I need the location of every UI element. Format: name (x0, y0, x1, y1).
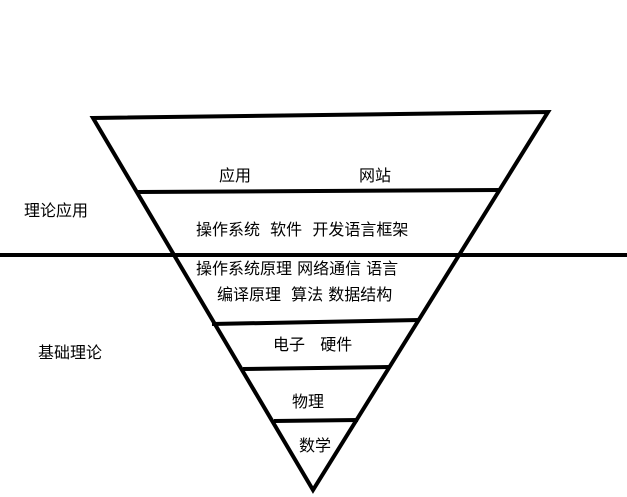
layer-third-line1: 操作系统原理 网络通信 语言 (196, 259, 398, 278)
pyramid-outline (89, 109, 552, 494)
layer-bottom: 数学 (299, 436, 331, 455)
label-fundamental-theory: 基础理论 (38, 343, 102, 362)
layer-divider-5 (273, 418, 359, 423)
label-applied-theory: 理论应用 (24, 201, 88, 220)
layer-fifth: 物理 (292, 392, 324, 411)
layer-second: 操作系统 软件 开发语言框架 (196, 220, 408, 239)
layer-fourth: 电子 硬件 (273, 335, 352, 354)
layer-third-line2: 编译原理 算法 数据结构 (217, 285, 392, 304)
layer-divider-1 (137, 188, 501, 194)
layer-divider-3 (211, 318, 420, 326)
layer-top-right: 网站 (359, 166, 391, 185)
layer-top-left: 应用 (219, 166, 251, 185)
layer-divider-4 (242, 365, 390, 371)
